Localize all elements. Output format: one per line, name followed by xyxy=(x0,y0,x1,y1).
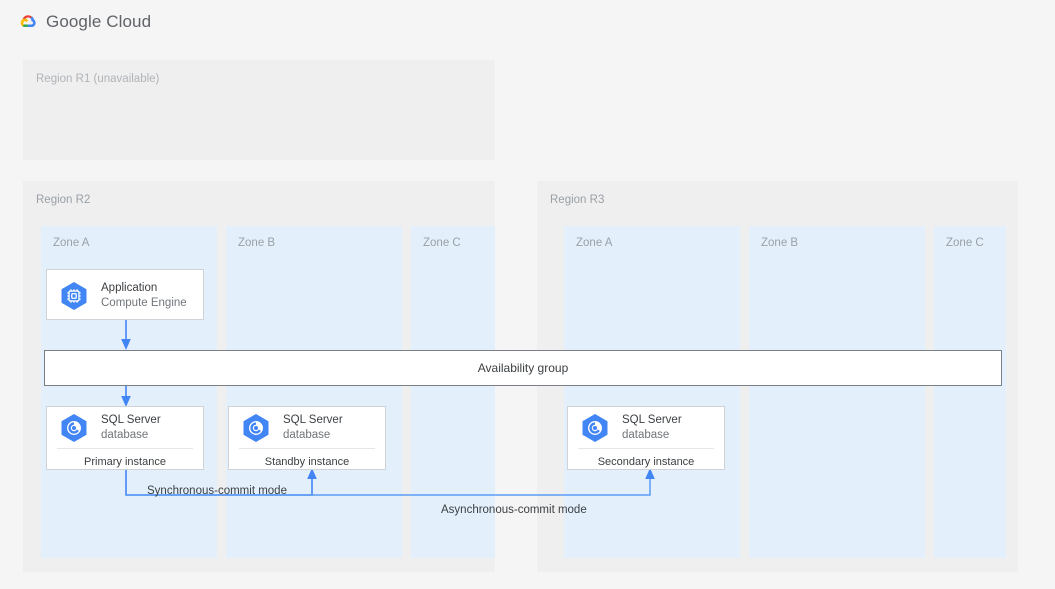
region-r3-zone-b: Zone B xyxy=(749,226,925,558)
card-primary-subtitle: database xyxy=(101,428,149,441)
compute-engine-icon xyxy=(61,281,87,310)
cloud-sql-icon xyxy=(582,413,608,442)
card-primary-title: SQL Server xyxy=(101,414,161,427)
card-primary-text: SQL Server database xyxy=(101,413,161,441)
region-r1: Region R1 (unavailable) xyxy=(23,60,495,160)
card-application-subtitle: Compute Engine xyxy=(101,296,187,309)
card-application[interactable]: Application Compute Engine xyxy=(46,269,204,320)
label-asynchronous-commit-mode: Asynchronous-commit mode xyxy=(441,504,587,516)
card-standby-title: SQL Server xyxy=(283,414,343,427)
cloud-sql-icon xyxy=(61,413,87,442)
zone-label: Zone B xyxy=(761,237,799,249)
region-r3-label: Region R3 xyxy=(550,194,605,206)
cloud-sql-icon xyxy=(243,413,269,442)
zone-label: Zone C xyxy=(423,237,461,249)
region-r3-zone-c: Zone C xyxy=(934,226,1006,558)
card-divider xyxy=(57,448,193,449)
card-standby-subtitle: database xyxy=(283,428,331,441)
card-primary-instance[interactable]: SQL Server database Primary instance xyxy=(46,406,204,470)
zone-label: Zone C xyxy=(946,237,984,249)
region-r3-zone-a: Zone A xyxy=(564,226,740,558)
card-secondary-title: SQL Server xyxy=(622,414,682,427)
label-synchronous-commit-mode: Synchronous-commit mode xyxy=(147,485,287,497)
card-primary-body: SQL Server database xyxy=(47,407,203,448)
google-cloud-wordmark: Google Cloud xyxy=(46,12,152,31)
region-r2-zone-c: Zone C xyxy=(411,226,495,558)
card-secondary-footer: Secondary instance xyxy=(597,456,695,468)
card-application-body: Application Compute Engine xyxy=(47,270,203,321)
card-secondary-text: SQL Server database xyxy=(622,413,682,441)
region-r2-zone-b: Zone B xyxy=(226,226,402,558)
card-divider xyxy=(239,448,375,449)
card-standby-footer: Standby instance xyxy=(264,456,350,468)
availability-group-bar: Availability group xyxy=(44,350,1002,386)
region-r1-label: Region R1 (unavailable) xyxy=(36,73,160,85)
card-standby-instance[interactable]: SQL Server database Standby instance xyxy=(228,406,386,470)
availability-group-label: Availability group xyxy=(477,361,569,375)
card-standby-body: SQL Server database xyxy=(229,407,385,448)
card-secondary-subtitle: database xyxy=(622,428,670,441)
card-secondary-body: SQL Server database xyxy=(568,407,724,448)
region-r2-label: Region R2 xyxy=(36,194,91,206)
card-application-title: Application xyxy=(101,282,158,295)
card-standby-text: SQL Server database xyxy=(283,413,343,441)
zone-label: Zone A xyxy=(576,237,613,249)
card-divider xyxy=(578,448,714,449)
zone-label: Zone B xyxy=(238,237,276,249)
card-primary-footer: Primary instance xyxy=(84,456,166,468)
card-secondary-instance[interactable]: SQL Server database Secondary instance xyxy=(567,406,725,470)
page-header: Google Cloud xyxy=(0,0,1055,46)
zone-label: Zone A xyxy=(53,237,90,249)
google-cloud-logo-icon xyxy=(20,15,36,27)
card-application-text: Application Compute Engine xyxy=(101,281,187,309)
